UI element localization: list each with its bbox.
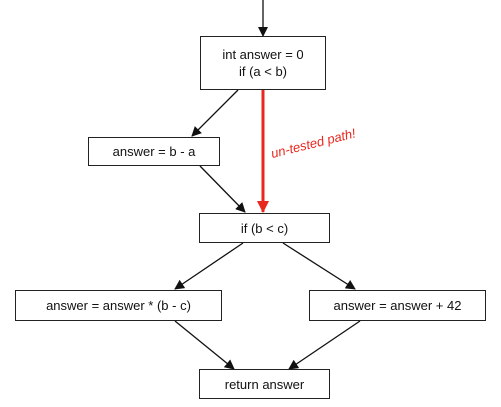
init-node: int answer = 0 if (a < b)	[200, 36, 326, 90]
edge-cond-to-answer-add	[282, 242, 356, 290]
answer-add-label: answer = answer + 42	[333, 298, 462, 313]
answer-add-node: answer = answer + 42	[309, 290, 486, 321]
init-node-line2: if (a < b)	[238, 64, 288, 79]
edge-answer-add-to-return	[288, 320, 361, 370]
cond-bc-label: if (b < c)	[240, 220, 289, 236]
answer-mul-label: answer = answer * (b - c)	[46, 298, 191, 313]
answer-diff-node: answer = b - a	[88, 137, 220, 166]
return-label: return answer	[224, 376, 305, 392]
cond-bc-node: if (b < c)	[199, 213, 330, 243]
init-node-line1: int answer = 0	[222, 47, 304, 62]
edge-cond-to-answer-mul	[174, 242, 244, 290]
edge-answer-diff-to-cond	[199, 165, 246, 213]
answer-mul-node: answer = answer * (b - c)	[15, 290, 222, 321]
answer-diff-label: answer = b - a	[112, 144, 196, 159]
edge-answer-mul-to-return	[174, 320, 235, 370]
return-node: return answer	[199, 369, 330, 399]
edge-init-to-answer-diff	[191, 89, 239, 137]
